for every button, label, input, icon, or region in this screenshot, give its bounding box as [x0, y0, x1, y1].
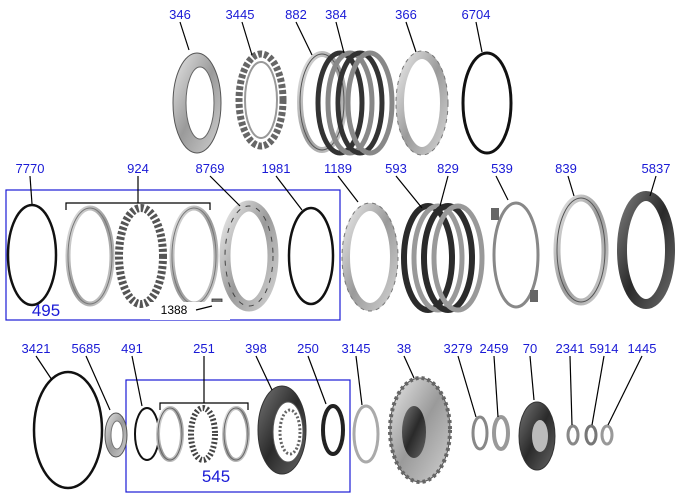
label-1981: 1981 [262, 161, 291, 176]
label-398: 398 [245, 341, 267, 356]
leader-3421 [35, 355, 53, 381]
label-491: 491 [121, 341, 143, 356]
label-3445: 3445 [226, 7, 255, 22]
leader-5837 [649, 175, 657, 197]
part-593-clutch-pack [401, 203, 485, 313]
label-251: 251 [193, 341, 215, 356]
label-829: 829 [437, 161, 459, 176]
label-8769: 8769 [196, 161, 225, 176]
label-366: 366 [395, 7, 417, 22]
label-3279: 3279 [444, 341, 473, 356]
leader-593 [395, 175, 423, 209]
label-5914: 5914 [590, 341, 619, 356]
label-1388: 1388 [161, 303, 188, 317]
leader-398 [255, 355, 273, 391]
label-539: 539 [491, 161, 513, 176]
part-3279-washer [471, 415, 489, 451]
leader-882 [295, 21, 313, 56]
part-38-planetary-carrier [388, 376, 452, 484]
label-1189: 1189 [324, 161, 352, 176]
part-3421-snap-ring [32, 370, 104, 490]
label-70: 70 [523, 341, 537, 356]
leader-6704 [475, 21, 483, 53]
leader-7770 [29, 175, 33, 205]
part-251-bearing-set [156, 405, 250, 463]
leader-839 [567, 175, 575, 197]
part-5685-washer [104, 412, 128, 458]
label-384: 384 [325, 7, 347, 22]
leader-70 [529, 355, 535, 401]
leader-3279 [457, 355, 477, 418]
part-5837-piston [617, 191, 675, 309]
leader-366 [405, 21, 417, 53]
label-7770: 7770 [16, 161, 45, 176]
part-3145-washer [352, 404, 380, 464]
leader-2341 [569, 355, 573, 426]
label-593: 593 [385, 161, 407, 176]
leader-491 [131, 355, 143, 407]
label-2341: 2341 [556, 341, 585, 356]
label-38: 38 [397, 341, 411, 356]
part-346-washer [172, 52, 222, 154]
part-8769-race [219, 200, 279, 312]
part-839-ring [553, 194, 609, 306]
leader-1445 [607, 355, 643, 426]
part-1445-washer [600, 424, 614, 446]
leader-2459 [493, 355, 499, 418]
part-70-sun-gear [518, 401, 556, 471]
part-366-plate [395, 50, 449, 156]
group-label-545: 545 [202, 467, 230, 486]
part-3445-bearing [235, 50, 287, 150]
leader-38 [403, 355, 415, 379]
leader-250 [307, 355, 327, 405]
leader-384 [335, 21, 345, 54]
part-5914-washer [584, 424, 598, 446]
part-2341-washer [566, 424, 580, 446]
label-346: 346 [169, 7, 191, 22]
part-2459-washer [492, 415, 510, 451]
label-5837: 5837 [642, 161, 671, 176]
leader-346 [179, 21, 190, 51]
label-1445: 1445 [628, 341, 657, 356]
leader-3445 [241, 21, 253, 56]
leader-539 [495, 175, 509, 201]
leader-829 [439, 175, 449, 207]
label-250: 250 [297, 341, 319, 356]
part-398-hub [257, 385, 307, 475]
leader-3145 [355, 355, 363, 406]
part-882-ring [297, 51, 347, 153]
label-2459: 2459 [480, 341, 509, 356]
part-384-clutch-pack [315, 50, 395, 156]
part-250-washer [321, 404, 345, 456]
part-1189-plate [341, 202, 399, 312]
label-924: 924 [127, 161, 149, 176]
part-1981-snap-ring [287, 206, 335, 306]
leader-1981 [275, 175, 303, 211]
part-7770-snap-ring [6, 203, 58, 307]
label-5685: 5685 [72, 341, 101, 356]
label-3145: 3145 [342, 341, 371, 356]
leader-5914 [591, 355, 605, 426]
part-539-spring-ring [491, 201, 540, 309]
part-491-snap-ring [134, 407, 160, 461]
label-882: 882 [285, 7, 307, 22]
label-839: 839 [555, 161, 577, 176]
label-6704: 6704 [462, 7, 491, 22]
part-924-bearing-set [65, 204, 219, 308]
leader-5685 [85, 355, 111, 411]
label-3421: 3421 [22, 341, 51, 356]
leader-8769 [209, 175, 241, 207]
bracket-924 [65, 176, 211, 210]
leader-1388 [195, 305, 213, 311]
leader-1189 [337, 175, 359, 203]
part-6704-snap-ring [461, 51, 513, 155]
bracket-251 [159, 356, 249, 410]
group-label-495: 495 [32, 301, 60, 320]
